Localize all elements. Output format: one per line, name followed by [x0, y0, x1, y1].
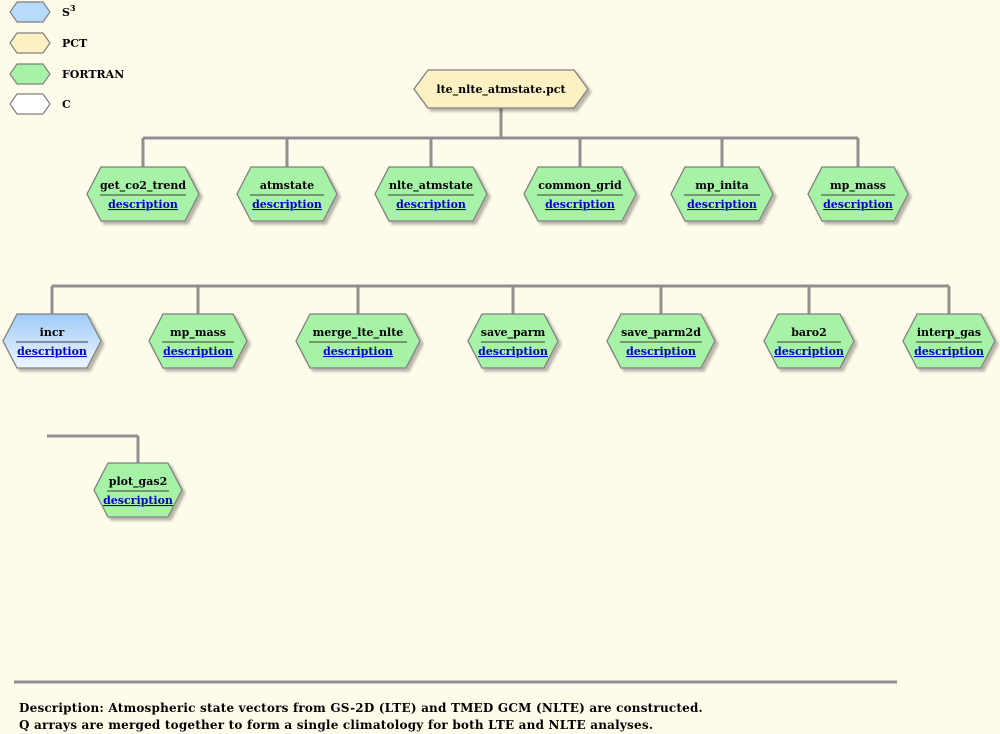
- node-root-label: lte_nlte_atmstate.pct: [436, 83, 566, 97]
- node-label: save_parm2d: [621, 326, 701, 340]
- description-link[interactable]: description: [687, 198, 757, 211]
- legend-swatch-c: [9, 93, 51, 115]
- node-label: save_parm: [481, 326, 546, 340]
- node-shape: [670, 166, 774, 222]
- legend-label-s3: S3: [62, 3, 76, 19]
- node-label: atmstate: [260, 179, 314, 192]
- node-shape: [902, 313, 996, 369]
- node-shape: [148, 313, 248, 369]
- description-link[interactable]: description: [17, 345, 87, 358]
- node-mp-mass: mp_mass description: [148, 313, 248, 369]
- node-shape: [467, 313, 559, 369]
- description-link[interactable]: description: [103, 494, 173, 507]
- node-save-parm: save_parm description: [467, 313, 559, 369]
- node-shape: [606, 313, 716, 369]
- description-link[interactable]: description: [396, 198, 466, 211]
- node-label: mp_inita: [695, 179, 748, 193]
- description-link[interactable]: description: [252, 198, 322, 211]
- node-label: mp_mass: [830, 179, 886, 193]
- legend-label-pct: PCT: [62, 37, 88, 50]
- node-shape: [236, 166, 338, 222]
- node-get-co2-trend: get_co2_trend description: [86, 166, 200, 222]
- node-label: interp_gas: [917, 326, 981, 340]
- node-common-grid: common_grid description: [523, 166, 637, 222]
- node-label: mp_mass: [170, 326, 226, 340]
- connectors: [47, 108, 951, 463]
- node-label: nlte_atmstate: [389, 179, 473, 193]
- description-link[interactable]: description: [823, 198, 893, 211]
- legend-swatch-fortran: [9, 63, 51, 85]
- nodes: lte_nlte_atmstate.pct get_co2_trenddescri…: [2, 69, 996, 518]
- node-label: merge_lte_nlte: [313, 326, 404, 340]
- node-label: plot_gas2: [109, 475, 167, 489]
- node-plot-gas2: plot_gas2 description: [93, 462, 183, 518]
- node-save-parm2d: save_parm2d description: [606, 313, 716, 369]
- description-block: Description: Atmospheric state vectors f…: [19, 700, 919, 734]
- node-label: baro2: [791, 326, 827, 339]
- node-baro2: baro2 description: [763, 313, 855, 369]
- node-shape: [763, 313, 855, 369]
- description-link[interactable]: description: [478, 345, 548, 358]
- node-shape: [807, 166, 909, 222]
- description-link[interactable]: description: [626, 345, 696, 358]
- node-nlte-atmstate: nlte_atmstate description: [374, 166, 488, 222]
- description-link[interactable]: description: [914, 345, 984, 358]
- description-link[interactable]: description: [163, 345, 233, 358]
- node-root: lte_nlte_atmstate.pct: [413, 69, 589, 109]
- node-incr: incr description: [2, 313, 102, 369]
- node-label: get_co2_trend: [100, 179, 186, 193]
- node-interp-gas: interp_gas description: [902, 313, 996, 369]
- description-link[interactable]: description: [108, 198, 178, 211]
- node-mp-mass: mp_mass description: [807, 166, 909, 222]
- node-shape: [295, 313, 421, 369]
- legend-swatch-pct: [9, 32, 51, 54]
- description-link[interactable]: description: [774, 345, 844, 358]
- node-label: incr: [40, 326, 65, 339]
- node-shape: [374, 166, 488, 222]
- node-root-shape: [413, 69, 589, 109]
- description-link[interactable]: description: [323, 345, 393, 358]
- description-link[interactable]: description: [545, 198, 615, 211]
- node-shape: [2, 313, 102, 369]
- node-atmstate: atmstate description: [236, 166, 338, 222]
- node-merge-lte-nlte: merge_lte_nlte description: [295, 313, 421, 369]
- node-mp-inita: mp_inita description: [670, 166, 774, 222]
- node-shape: [86, 166, 200, 222]
- legend-label-fortran: FORTRAN: [62, 68, 124, 81]
- node-shape: [93, 462, 183, 518]
- description-line-1: Description: Atmospheric state vectors f…: [19, 701, 703, 715]
- description-line-2: Q arrays are merged together to form a s…: [19, 718, 654, 732]
- legend-label-c: C: [62, 98, 71, 111]
- node-label: common_grid: [538, 179, 622, 193]
- legend-swatch-s3: [9, 1, 51, 23]
- node-shape: [523, 166, 637, 222]
